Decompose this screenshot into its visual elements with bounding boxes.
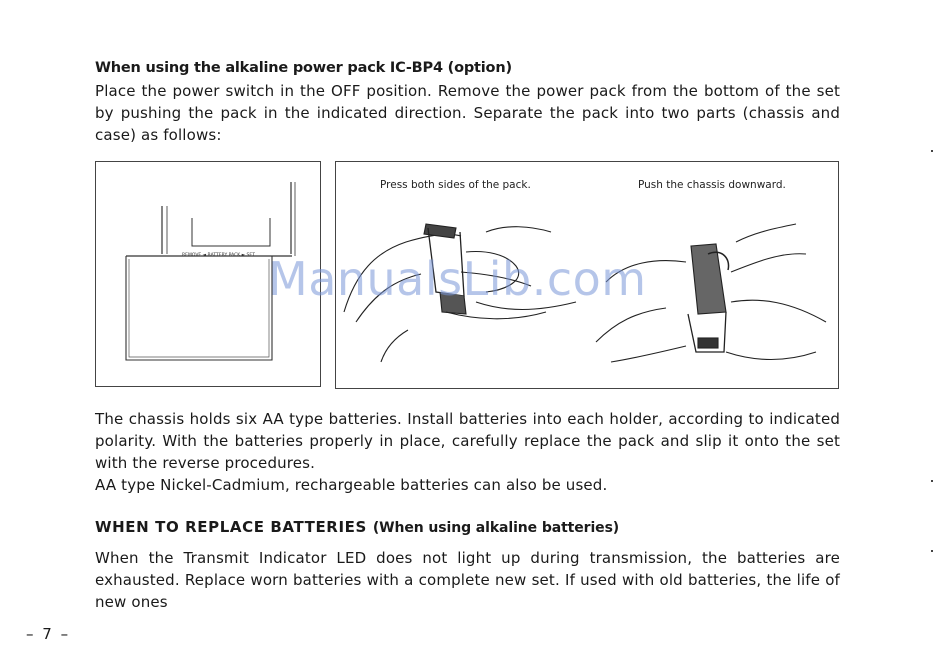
hands-push-illustration (595, 223, 827, 363)
battery-pack-drawing: REMOVE ◄ BATTERY PACK ► SET (125, 182, 296, 361)
scan-mark (931, 550, 933, 552)
figure-battery-pack-outline: REMOVE ◄ BATTERY PACK ► SET (95, 161, 321, 387)
section-heading-replace-batteries: WHEN TO REPLACE BATTERIES (When using alk… (95, 518, 619, 536)
scan-mark (931, 480, 933, 482)
replace-heading-sub: (When using alkaline batteries) (372, 520, 620, 536)
chassis-batteries-paragraph: The chassis holds six AA type batteries.… (95, 410, 840, 473)
replace-heading-main: WHEN TO REPLACE BATTERIES (95, 518, 367, 536)
section-heading-alkaline-pack: When using the alkaline power pack IC-BP… (95, 60, 512, 76)
nicad-note-paragraph: AA type Nickel-Cadmium, rechargeable bat… (95, 476, 608, 494)
hands-press-illustration (343, 223, 577, 363)
caption-press-sides: Press both sides of the pack. (380, 179, 531, 191)
scan-mark (931, 150, 933, 152)
hands-illustration (343, 223, 827, 363)
figure-separate-pack: Press both sides of the pack. Push the c… (335, 161, 839, 389)
instruction-paragraph-remove-pack: Place the power switch in the OFF positi… (95, 82, 840, 145)
caption-push-chassis: Push the chassis downward. (638, 179, 786, 191)
pack-direction-label: REMOVE ◄ BATTERY PACK ► SET (182, 252, 255, 258)
page-number: – 7 – (26, 625, 71, 643)
replace-batteries-paragraph: When the Transmit Indicator LED does not… (95, 549, 840, 612)
